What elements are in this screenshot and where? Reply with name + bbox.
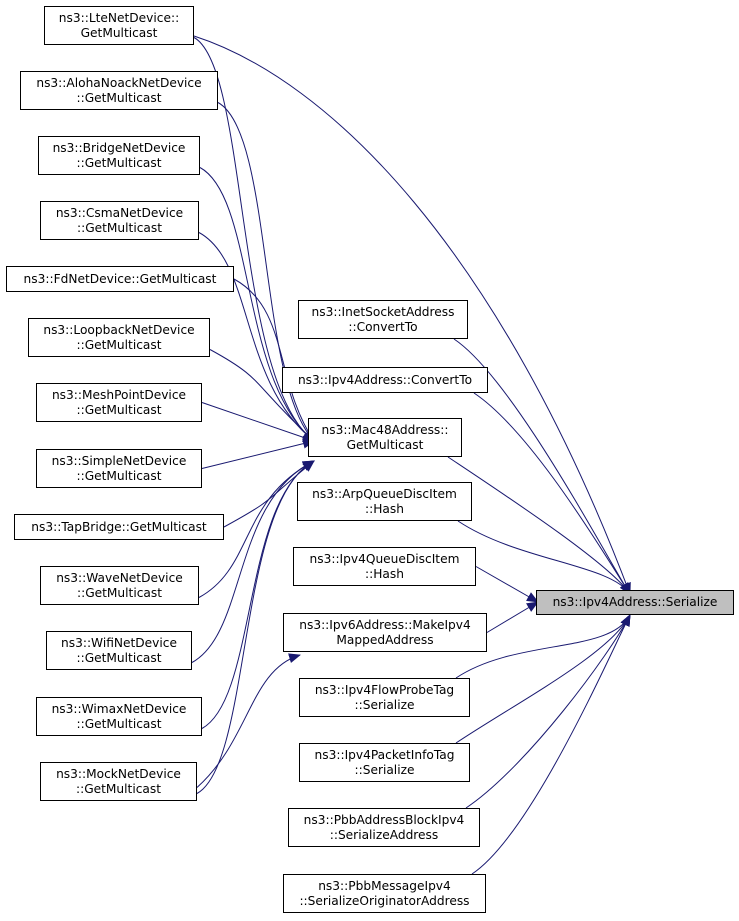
edge-inetsock-to-serialize (453, 338, 631, 595)
graph-node-label-line: ns3::PbbMessageIpv4 (318, 878, 451, 893)
graph-node-label-line: ns3::Mac48Address:: (321, 422, 449, 437)
edge-ipv4q-to-serialize (475, 566, 539, 603)
graph-node-label-line: GetMulticast (346, 437, 424, 452)
graph-node-label-line: ns3::MockNetDevice (56, 766, 181, 781)
graph-node-ipv4q[interactable]: ns3::Ipv4QueueDiscItem::Hash (293, 547, 476, 586)
graph-node-label-line: MappedAddress (336, 632, 434, 647)
graph-node-label-line: ns3::Ipv6Address::MakeIpv4 (299, 617, 471, 632)
graph-node-label-line: ns3::Ipv4QueueDiscItem (309, 551, 460, 566)
graph-node-label-line: ::Serialize (354, 762, 415, 777)
graph-node-label-line: ns3::LoopbackNetDevice (43, 322, 195, 337)
edge-mock-to-ipv6map (196, 653, 301, 788)
graph-node-label-line: GetMulticast (80, 25, 158, 40)
graph-node-label-line: ns3::ArpQueueDiscItem (312, 486, 457, 501)
graph-node-label-line: ::Serialize (354, 697, 415, 712)
edge-simple-to-mac48 (201, 438, 315, 469)
graph-node-label-line: ::GetMulticast (76, 468, 162, 483)
graph-node-label-line: ::GetMulticast (75, 781, 162, 796)
graph-node-meshpoint[interactable]: ns3::MeshPointDevice::GetMulticast (36, 383, 202, 422)
graph-node-label-line: ::Hash (365, 566, 404, 581)
edge-ipv6map-to-serialize (486, 601, 539, 633)
edge-pbbmsg-to-serialize (471, 614, 631, 875)
graph-node-label-line: ::GetMulticast (76, 220, 163, 235)
graph-node-label-line: ns3::WimaxNetDevice (51, 701, 187, 716)
edge-wifi-to-mac48 (191, 460, 315, 663)
graph-node-mac48[interactable]: ns3::Mac48Address::GetMulticast (308, 418, 462, 457)
graph-node-mock[interactable]: ns3::MockNetDevice::GetMulticast (40, 762, 197, 801)
graph-node-serialize: ns3::Ipv4Address::Serialize (536, 590, 734, 615)
graph-node-label-line: ns3::AlohaNoackNetDevice (36, 75, 202, 90)
edge-lte-to-serialize (193, 35, 631, 595)
graph-node-inetsock[interactable]: ns3::InetSocketAddress::ConvertTo (298, 300, 468, 339)
graph-node-loopback[interactable]: ns3::LoopbackNetDevice::GetMulticast (28, 318, 210, 357)
graph-node-pktinfo[interactable]: ns3::Ipv4PacketInfoTag::Serialize (299, 743, 470, 782)
edge-aloha-to-mac48 (217, 102, 315, 442)
graph-node-label-line: ns3::WifiNetDevice (61, 635, 177, 650)
graph-node-csma[interactable]: ns3::CsmaNetDevice::GetMulticast (40, 201, 199, 240)
graph-node-label-line: ns3::TapBridge::GetMulticast (31, 519, 207, 534)
graph-node-label-line: ns3::Ipv4Address::Serialize (552, 595, 718, 609)
graph-node-arpq[interactable]: ns3::ArpQueueDiscItem::Hash (297, 482, 472, 521)
edge-meshpoint-to-mac48 (201, 402, 315, 443)
graph-node-label-line: ::Hash (365, 501, 404, 516)
graph-node-wifi[interactable]: ns3::WifiNetDevice::GetMulticast (46, 631, 192, 670)
edge-arpq-to-serialize (457, 520, 631, 595)
graph-node-label-line: ns3::MeshPointDevice (51, 387, 187, 402)
graph-node-label-line: ::SerializeAddress (329, 827, 439, 842)
edge-csma-to-mac48 (198, 232, 315, 442)
graph-node-wimax[interactable]: ns3::WimaxNetDevice::GetMulticast (36, 697, 202, 736)
graph-node-label-line: ns3::LteNetDevice:: (58, 10, 180, 25)
graph-node-label-line: ::ConvertTo (348, 319, 418, 334)
edge-fd-to-mac48 (233, 278, 315, 442)
edge-mock-to-mac48 (196, 460, 315, 794)
edge-lte-to-mac48 (193, 37, 315, 442)
graph-node-label-line: ::GetMulticast (76, 650, 162, 665)
graph-node-pbbmsg[interactable]: ns3::PbbMessageIpv4::SerializeOriginator… (283, 874, 486, 913)
graph-node-pbbblock[interactable]: ns3::PbbAddressBlockIpv4::SerializeAddre… (288, 808, 480, 847)
graph-node-label-line: ns3::InetSocketAddress (311, 304, 455, 319)
graph-node-label-line: ns3::FdNetDevice::GetMulticast (23, 271, 217, 286)
graph-node-label-line: ns3::BridgeNetDevice (52, 140, 186, 155)
graph-node-label-line: ::GetMulticast (76, 585, 163, 600)
graph-node-label-line: ns3::Ipv4Address::ConvertTo (297, 372, 473, 387)
graph-node-label-line: ::GetMulticast (76, 402, 162, 417)
graph-node-label-line: ns3::CsmaNetDevice (55, 205, 184, 220)
graph-node-label-line: ::SerializeOriginatorAddress (299, 893, 470, 908)
graph-node-label-line: ns3::PbbAddressBlockIpv4 (303, 812, 465, 827)
graph-node-aloha[interactable]: ns3::AlohaNoackNetDevice::GetMulticast (20, 71, 218, 110)
graph-node-label-line: ns3::WaveNetDevice (56, 570, 183, 585)
graph-node-simple[interactable]: ns3::SimpleNetDevice::GetMulticast (36, 449, 202, 488)
graph-node-flowtag[interactable]: ns3::Ipv4FlowProbeTag::Serialize (299, 678, 470, 717)
graph-node-label-line: ns3::SimpleNetDevice (51, 453, 187, 468)
graph-node-fd[interactable]: ns3::FdNetDevice::GetMulticast (6, 266, 234, 292)
edge-pktinfo-to-serialize (455, 614, 631, 744)
edge-pbbblock-to-serialize (465, 614, 631, 809)
edge-loopback-to-mac48 (209, 349, 315, 442)
graph-node-label-line: ns3::Ipv4PacketInfoTag (314, 747, 455, 762)
graph-node-label-line: ns3::Ipv4FlowProbeTag (314, 682, 455, 697)
graph-node-wave[interactable]: ns3::WaveNetDevice::GetMulticast (40, 566, 199, 605)
graph-node-label-line: ::GetMulticast (76, 155, 162, 170)
edge-flowtag-to-serialize (455, 614, 631, 679)
graph-node-label-line: ::GetMulticast (76, 716, 162, 731)
graph-node-tapbridge[interactable]: ns3::TapBridge::GetMulticast (14, 514, 224, 540)
edge-ipv4conv-to-serialize (473, 392, 631, 595)
graph-node-label-line: ::GetMulticast (76, 90, 162, 105)
edge-mac48-to-serialize (447, 456, 631, 595)
graph-node-bridge[interactable]: ns3::BridgeNetDevice::GetMulticast (38, 136, 200, 175)
edge-bridge-to-mac48 (199, 167, 315, 442)
graph-node-label-line: ::GetMulticast (76, 337, 162, 352)
graph-node-ipv4conv[interactable]: ns3::Ipv4Address::ConvertTo (282, 367, 488, 393)
graph-node-lte[interactable]: ns3::LteNetDevice::GetMulticast (44, 6, 194, 45)
